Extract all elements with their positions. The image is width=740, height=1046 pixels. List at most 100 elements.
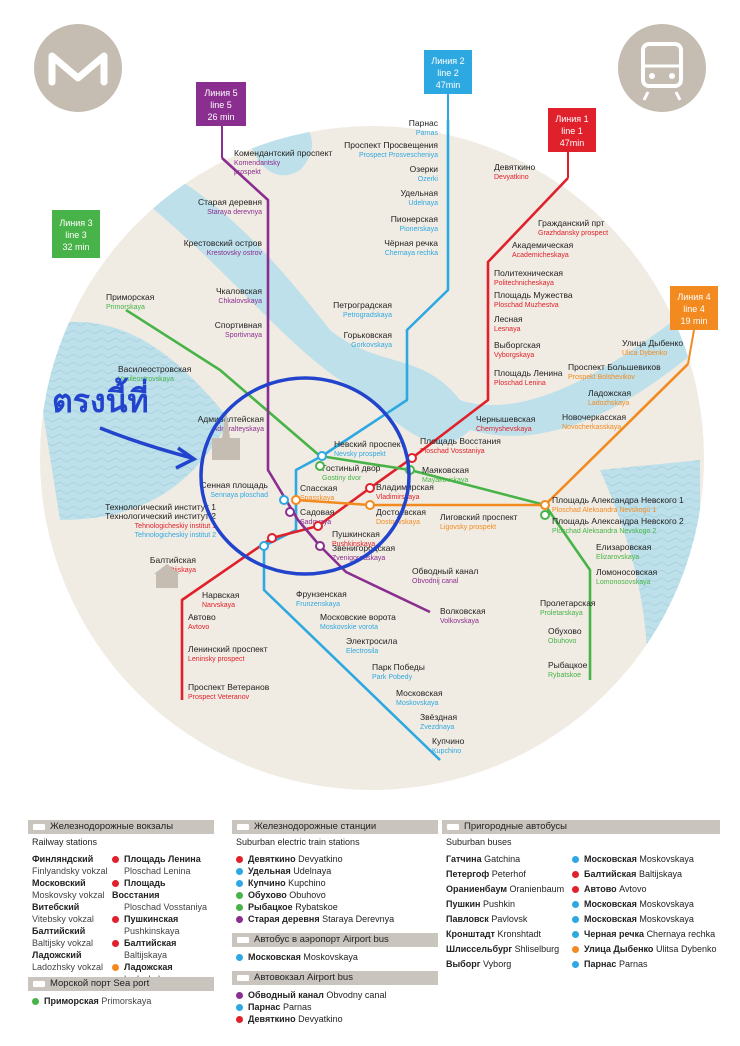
line-5-badge[interactable]: Линия 5 line 5 26 min — [196, 82, 246, 158]
station-krestovsky[interactable]: Крестовский остров Krestovsky ostrov — [184, 238, 263, 257]
svg-text:Гражданский прт: Гражданский прт — [538, 218, 605, 228]
svg-text:Grazhdansky prospect: Grazhdansky prospect — [538, 230, 608, 237]
svg-text:Чёрная речка: Чёрная речка — [384, 238, 438, 248]
station-komendantsky[interactable]: Комендантский проспект Komendantsky pros… — [234, 148, 332, 176]
station-politekhnicheskaya[interactable]: Политехническая Politechnicheskaya — [494, 268, 563, 287]
legend-item: Площадь Восстания — [112, 878, 166, 900]
svg-text:Обводный канал: Обводный канал — [412, 566, 478, 576]
station-parnas[interactable]: Парнас Parnas — [409, 118, 439, 137]
station-mayakovskaya[interactable]: Маяковская Mayakovskaya — [422, 465, 469, 484]
station-ligovsky[interactable]: Лиговский проспект Ligovsky prospekt — [440, 512, 518, 531]
station-nevsky-prospekt[interactable]: Невский проспект Nevsky prospekt — [334, 439, 405, 458]
station-gostiny-dvor[interactable]: Гостиный двор Gostiny dvor — [322, 463, 381, 482]
station-devyatkino[interactable]: Девяткино Devyatkino — [494, 162, 536, 181]
station-moskovskie-vorota[interactable]: Московские ворота Moskovskie vorota — [320, 612, 396, 631]
station-dybenko[interactable]: Улица Дыбенко Ulica Dybenko — [622, 338, 683, 357]
station-moskovskaya[interactable]: Московская Moskovskaya — [396, 688, 443, 707]
station-sennaya[interactable]: Сенная площадь Sennaya ploschad — [201, 480, 269, 499]
legend-buses-header: Пригородные автобусы — [442, 820, 720, 834]
station-alexandra-nevskogo[interactable]: Площадь Александра Невского 1 Ploschad A… — [552, 495, 684, 535]
legend-item: Улица Дыбенко — [584, 944, 654, 954]
svg-text:Невский проспект: Невский проспект — [334, 439, 405, 449]
legend-item: Ладожская — [124, 962, 173, 972]
station-narvskaya[interactable]: Нарвская Narvskaya — [202, 590, 240, 609]
legend-item: Финляндский — [32, 854, 94, 864]
station-pushkinskaya[interactable]: Пушкинская Pushkinskaya — [332, 529, 380, 548]
line-dot-icon — [572, 871, 579, 879]
station-ploschad-lenina[interactable]: Площадь Ленина Ploschad Lenina — [494, 368, 563, 387]
station-rybatskoe[interactable]: Рыбацкое Rybatskoe — [548, 660, 588, 679]
station-petrogradskaya[interactable]: Петроградская Petrogradskaya — [333, 300, 392, 319]
legend-item: Обухово — [248, 890, 287, 900]
station-ozerki[interactable]: Озерки Ozerki — [410, 164, 439, 183]
svg-text:47min: 47min — [436, 80, 461, 90]
line-dot-icon — [236, 992, 243, 1000]
line-dot-icon — [32, 998, 39, 1006]
station-lesnaya[interactable]: Лесная Lesnaya — [494, 314, 523, 333]
legend-item: Гатчина — [446, 854, 482, 864]
station-primorskaya[interactable]: Приморская Primorskaya — [106, 292, 155, 311]
line-dot-icon — [236, 1016, 243, 1024]
station-kupchino[interactable]: Купчино Kupchino — [432, 736, 465, 755]
station-veteranov[interactable]: Проспект Ветеранов Prospect Veteranov — [188, 682, 270, 701]
station-tekhnologichesky[interactable]: Технологический институт 1 Технологическ… — [105, 502, 216, 539]
line-1-badge[interactable]: Линия 1 line 1 47min — [548, 108, 596, 178]
station-udelnaya[interactable]: Удельная Udelnaya — [400, 188, 438, 207]
station-baltiyskaya[interactable]: Балтийская Baltijskaya — [150, 555, 197, 574]
legend-item: Moskovskaya — [303, 952, 358, 962]
station-sportivnaya[interactable]: Спортивная Sportivnaya — [215, 320, 263, 339]
station-lomonosovskaya[interactable]: Ломоносовская Lomonosovskaya — [596, 567, 658, 586]
station-elektrosila[interactable]: Электросила Electrosila — [346, 636, 398, 655]
svg-text:Линия 2: Линия 2 — [431, 56, 464, 66]
station-grazhdansky[interactable]: Гражданский прт Grazhdansky prospect — [538, 218, 608, 237]
svg-text:Садовая: Садовая — [300, 507, 335, 517]
line-2-badge[interactable]: Линия 2 line 2 47min — [424, 50, 472, 120]
station-obukhovo[interactable]: Обухово Obuhovo — [548, 626, 582, 645]
station-leninsky[interactable]: Ленинский проспект Leninsky prospect — [188, 644, 268, 663]
station-elizarovskaya[interactable]: Елизаровская Elizarovskaya — [596, 542, 652, 561]
station-obvodny[interactable]: Обводный канал Obvodnij canal — [412, 566, 478, 585]
legend-buses: Пригородные автобусы Suburban buses Гатч… — [442, 820, 720, 973]
station-vyborgskaya[interactable]: Выборгская Vyborgskaya — [494, 340, 541, 359]
station-admiralteyskaya[interactable]: Адмиралтейская Admiralteyskaya — [198, 414, 265, 433]
station-park-pobedy[interactable]: Парк Победы Park Pobedy — [372, 662, 425, 681]
svg-text:Звенигородская: Звенигородская — [332, 543, 395, 553]
svg-text:Купчино: Купчино — [432, 736, 465, 746]
station-vosstaniya[interactable]: Площадь Восстания Ploschad Vosstaniya — [420, 436, 501, 455]
line-3-badge[interactable]: Линия 3 line 3 32 min — [52, 210, 100, 258]
svg-text:Ploschad Muzhestva: Ploschad Muzhestva — [494, 302, 559, 309]
station-zvezdnaya[interactable]: Звёздная Zvezdnaya — [420, 712, 457, 731]
svg-text:Линия 1: Линия 1 — [555, 114, 588, 124]
station-akademicheskaya[interactable]: Академическая Academicheskaya — [512, 240, 574, 259]
station-prosveshcheniya[interactable]: Проспект Просвещения Prospect Prosvesche… — [344, 140, 438, 159]
station-chernaya-rechka[interactable]: Чёрная речка Chernaya rechka — [384, 238, 438, 257]
station-vasileostrovskaya[interactable]: Василеостровская Vasileostrovskaya — [118, 364, 192, 383]
legend-item: Devyatkino — [298, 854, 343, 864]
station-bolshevikov[interactable]: Проспект Большевиков Prospekt Bolsheviko… — [568, 362, 661, 381]
station-avtovo[interactable]: Автово Avtovo — [188, 612, 216, 631]
svg-text:prospekt: prospekt — [234, 169, 261, 176]
station-proletarskaya[interactable]: Пролетарская Proletarskaya — [540, 598, 596, 617]
line-dot-icon — [572, 901, 579, 909]
line-2-route — [262, 120, 450, 761]
station-spasskaya[interactable]: Спасская Spasskaya — [300, 483, 338, 502]
svg-text:Pushkinskaya: Pushkinskaya — [332, 541, 375, 548]
station-chkalovskaya[interactable]: Чкаловская Chkalovskaya — [216, 286, 262, 305]
train-icon — [618, 24, 706, 112]
station-vladimirskaya[interactable]: Владимирская Vladimirskaya — [376, 482, 434, 501]
station-chernyshevskaya[interactable]: Чернышевская Chernyshevskaya — [476, 414, 536, 433]
station-building-icon — [154, 564, 180, 588]
svg-text:Ploschad Aleksandra Nevskogo 2: Ploschad Aleksandra Nevskogo 2 — [552, 528, 656, 535]
station-novocherkasskaya[interactable]: Новочеркасская Novocherkasskaya — [562, 412, 626, 431]
station-ladozhskaya[interactable]: Ладожская Ladozhskaya — [588, 388, 631, 407]
station-staraya-derevnya[interactable]: Старая деревня Staraya derevnya — [198, 197, 262, 216]
line-4-badge[interactable]: Линия 4 line 4 19 min — [670, 286, 718, 365]
station-frunzenskaya[interactable]: Фрунзенская Frunzenskaya — [296, 589, 347, 608]
svg-text:Tehnologicheskiy institut 1: Tehnologicheskiy institut 1 — [135, 523, 216, 530]
svg-text:Проспект Просвещения: Проспект Просвещения — [344, 140, 438, 150]
station-gorkovskaya[interactable]: Горьковская Gorkovskaya — [344, 330, 393, 349]
svg-text:Moskovskie vorota: Moskovskie vorota — [320, 624, 378, 631]
station-muzhestva[interactable]: Площадь Мужества Ploschad Muzhestva — [494, 290, 573, 309]
station-volkovskaya[interactable]: Волковская Volkovskaya — [440, 606, 486, 625]
station-pionerskaya[interactable]: Пионерская Pionerskaya — [391, 214, 439, 233]
